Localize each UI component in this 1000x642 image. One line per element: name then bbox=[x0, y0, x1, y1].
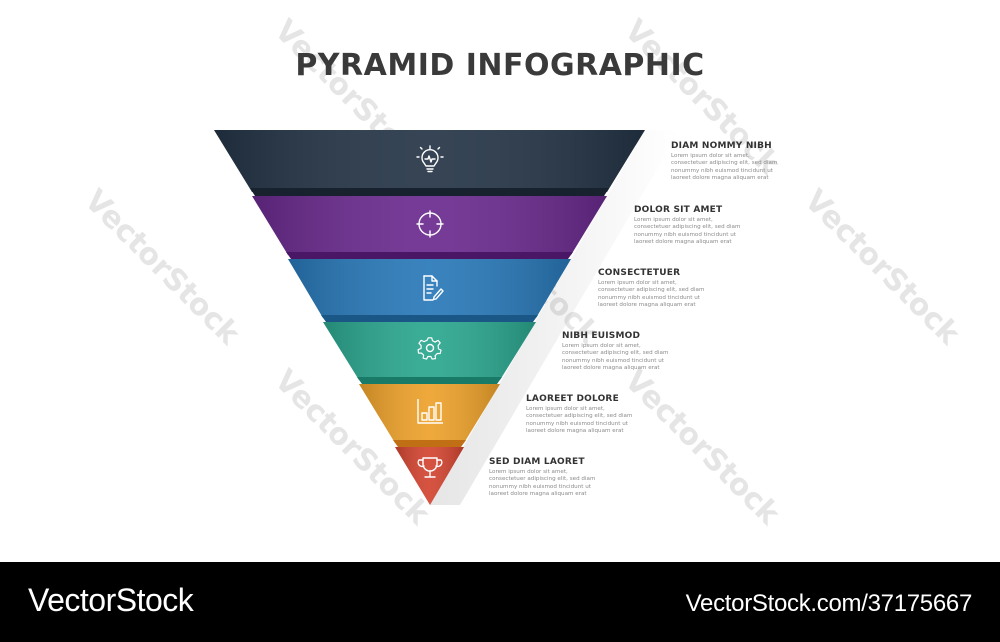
trophy-icon bbox=[417, 457, 443, 478]
label-body: Lorem ipsum dolor sit amet, consectetuer… bbox=[562, 343, 669, 372]
label-heading: SED DIAM LAORET bbox=[489, 457, 585, 467]
label-heading: LAOREET DOLORE bbox=[526, 394, 619, 404]
footer-bar: VectorStock VectorStock.com/37175667 bbox=[0, 562, 1000, 642]
label-body: Lorem ipsum dolor sit amet, consectetuer… bbox=[634, 217, 741, 246]
label-body: Lorem ipsum dolor sit amet, consectetuer… bbox=[598, 280, 705, 309]
document-edit-icon bbox=[423, 275, 444, 301]
label-heading: CONSECTETUER bbox=[598, 268, 681, 278]
layer-3 bbox=[288, 259, 571, 322]
inverted-pyramid bbox=[214, 130, 680, 505]
label-body: Lorem ipsum dolor sit amet, consectetuer… bbox=[671, 153, 778, 182]
label-4: NIBH EUISMOD Lorem ipsum dolor sit amet,… bbox=[562, 331, 737, 373]
target-icon bbox=[416, 210, 444, 238]
label-heading: NIBH EUISMOD bbox=[562, 331, 641, 341]
bar-chart-icon bbox=[417, 399, 443, 424]
layer-2 bbox=[252, 196, 607, 259]
page-title: PYRAMID INFOGRAPHIC bbox=[295, 48, 705, 83]
label-1: DIAM NOMMY NIBH Lorem ipsum dolor sit am… bbox=[671, 141, 846, 183]
brand-logo: VectorStock bbox=[28, 582, 194, 618]
label-6: SED DIAM LAORET Lorem ipsum dolor sit am… bbox=[489, 457, 664, 499]
label-3: CONSECTETUER Lorem ipsum dolor sit amet,… bbox=[598, 268, 773, 310]
label-body: Lorem ipsum dolor sit amet, consectetuer… bbox=[526, 406, 633, 435]
label-2: DOLOR SIT AMET Lorem ipsum dolor sit ame… bbox=[634, 205, 809, 247]
label-5: LAOREET DOLORE Lorem ipsum dolor sit ame… bbox=[526, 394, 701, 436]
infographic-canvas: VectorStock VectorStock VectorStock Vect… bbox=[77, 13, 967, 532]
label-heading: DOLOR SIT AMET bbox=[634, 205, 723, 215]
label-heading: DIAM NOMMY NIBH bbox=[671, 141, 772, 151]
layer-4 bbox=[323, 322, 536, 384]
gear-icon bbox=[417, 337, 442, 360]
lightbulb-icon bbox=[416, 145, 444, 173]
image-url: VectorStock.com/37175667 bbox=[685, 590, 973, 617]
layer-1 bbox=[214, 130, 645, 196]
label-body: Lorem ipsum dolor sit amet, consectetuer… bbox=[489, 469, 596, 498]
